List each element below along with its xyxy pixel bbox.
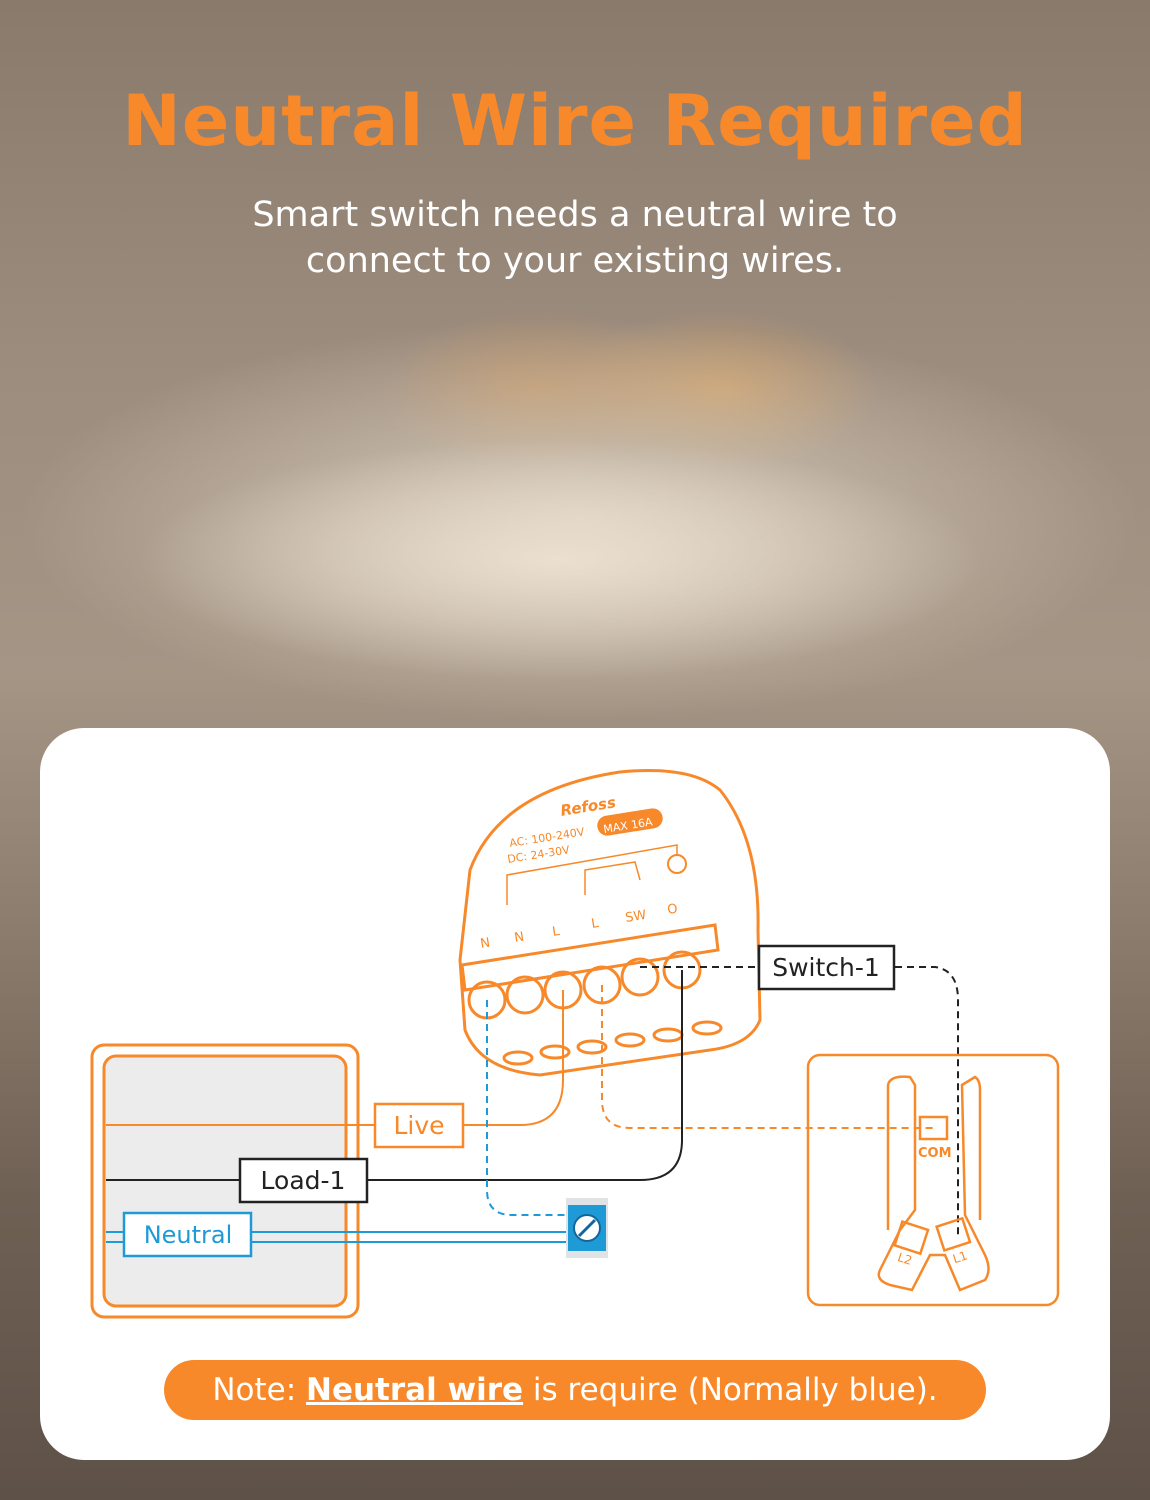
page-title: Neutral Wire Required — [122, 80, 1028, 162]
neutral-label: Neutral — [144, 1221, 233, 1249]
terminal-label: O — [666, 902, 678, 918]
load-wire — [106, 970, 683, 1181]
wall-switch — [806, 1053, 1060, 1307]
switch-label-box — [757, 944, 896, 991]
terminal-label: L — [590, 916, 600, 932]
subtitle-line-2: connect to your existing wires. — [305, 241, 845, 281]
switch-label: Switch-1 — [772, 953, 880, 982]
note-banner: Note: Neutral wire is require (Normally … — [164, 1360, 986, 1420]
note-emphasis: Neutral wire — [306, 1372, 524, 1408]
live-label: Live — [393, 1111, 444, 1140]
live-label-box — [373, 1102, 465, 1149]
smart-switch-module — [458, 769, 762, 1077]
note-suffix: is require (Normally blue). — [523, 1372, 938, 1408]
terminal-holes — [467, 950, 702, 1020]
l2-label: L2 — [896, 1250, 914, 1268]
terminal-labels: N N L L SW O — [479, 902, 678, 952]
subtitle: Smart switch needs a neutral wire to con… — [0, 192, 1150, 284]
live-wire — [106, 990, 564, 1126]
terminal-label: N — [513, 930, 525, 946]
l1-label: L1 — [951, 1248, 969, 1266]
max-badge — [597, 808, 663, 836]
load-label-box — [238, 1157, 369, 1204]
subtitle-line-1: Smart switch needs a neutral wire to — [252, 195, 898, 235]
neutral-terminal-block-icon — [566, 1198, 608, 1258]
terminal-label: L — [551, 924, 561, 940]
load-label: Load-1 — [261, 1166, 346, 1195]
com-wire — [601, 985, 935, 1129]
terminal-label: N — [479, 936, 491, 952]
note-prefix: Note: — [212, 1372, 307, 1408]
terminal-label: SW — [624, 908, 647, 926]
com-label: COM — [918, 1146, 952, 1161]
neutral-label-box — [122, 1211, 253, 1258]
neutral-link-wire — [486, 1000, 570, 1216]
switch-wire — [640, 966, 959, 1235]
